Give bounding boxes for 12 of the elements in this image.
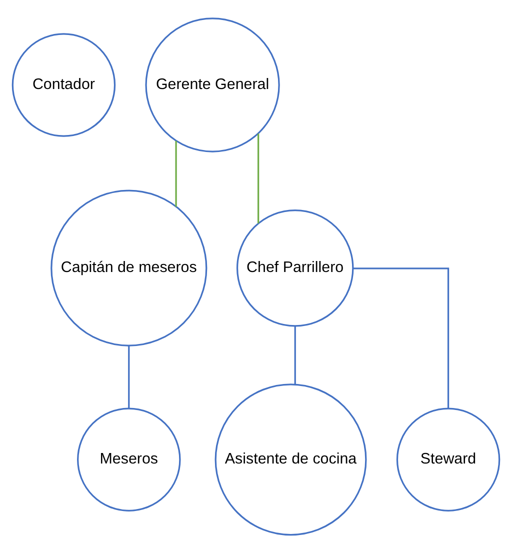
node-circle: Gerente General bbox=[145, 17, 280, 152]
node-circle: Contador bbox=[12, 32, 116, 136]
connector bbox=[175, 140, 177, 206]
node-circle: Steward bbox=[396, 407, 500, 511]
node-circle: Chef Parrillero bbox=[236, 208, 354, 326]
node-circle: Capitán de meseros bbox=[50, 189, 208, 346]
node-circle: Meseros bbox=[77, 407, 181, 511]
connector bbox=[353, 267, 450, 408]
connector bbox=[128, 344, 130, 408]
connector bbox=[258, 133, 260, 223]
node-circle: Asistente de cocina bbox=[214, 383, 367, 536]
connector bbox=[294, 326, 296, 384]
